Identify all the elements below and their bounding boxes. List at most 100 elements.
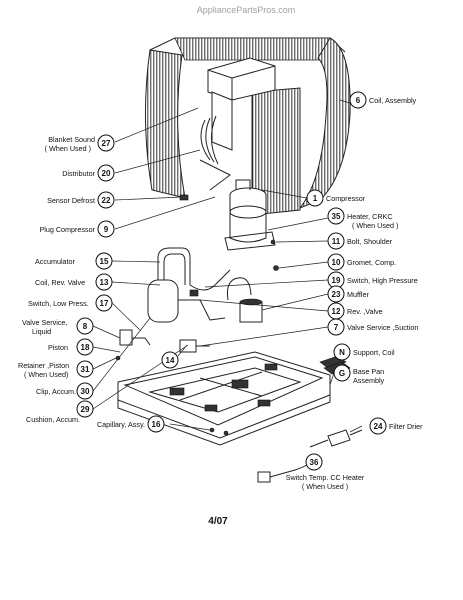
svg-text:Cushion, Accum.: Cushion, Accum. bbox=[26, 415, 80, 424]
callout-17: 17 Switch, Low Press. bbox=[28, 294, 113, 312]
svg-text:35: 35 bbox=[332, 212, 341, 221]
svg-text:22: 22 bbox=[102, 196, 111, 205]
svg-text:Filter Drier: Filter Drier bbox=[389, 422, 423, 431]
svg-text:8: 8 bbox=[83, 322, 88, 331]
label-line: ( When Used ) bbox=[352, 221, 398, 230]
callout-23: 23 Muffler bbox=[327, 285, 369, 303]
label-line: Retainer ,Piston bbox=[18, 361, 69, 370]
svg-text:Valve Service,Liquid: Valve Service,Liquid bbox=[22, 318, 67, 336]
svg-text:Blanket Sound( When Used ): Blanket Sound( When Used ) bbox=[45, 135, 95, 153]
callout-19: 19 Switch, High Pressure bbox=[327, 271, 418, 289]
svg-text:29: 29 bbox=[81, 405, 90, 414]
svg-text:Plug Compressor: Plug Compressor bbox=[39, 225, 95, 234]
callout-20: 20 Distributor bbox=[62, 164, 115, 182]
callout-36: 36 Switch Temp. CC Heater( When Used ) bbox=[286, 453, 365, 491]
svg-text:Gromet, Comp.: Gromet, Comp. bbox=[347, 258, 396, 267]
svg-text:17: 17 bbox=[100, 299, 109, 308]
callout-11: 11 Bolt, Shoulder bbox=[327, 232, 393, 250]
svg-text:Valve Service ,Suction: Valve Service ,Suction bbox=[347, 323, 418, 332]
svg-text:15: 15 bbox=[100, 257, 109, 266]
svg-text:Retainer ,Piston( When Used): Retainer ,Piston( When Used) bbox=[18, 361, 69, 379]
coil-assembly-drawing bbox=[144, 37, 351, 216]
svg-text:12: 12 bbox=[332, 307, 341, 316]
svg-text:7: 7 bbox=[334, 323, 339, 332]
callout-22: 22 Sensor Defrost bbox=[47, 191, 115, 209]
svg-text:G: G bbox=[339, 369, 345, 378]
svg-text:27: 27 bbox=[102, 139, 111, 148]
muffler-drawing bbox=[227, 277, 263, 323]
svg-text:19: 19 bbox=[332, 276, 341, 285]
callout-7: 7 Valve Service ,Suction bbox=[327, 318, 418, 336]
svg-text:16: 16 bbox=[152, 420, 161, 429]
svg-text:13: 13 bbox=[100, 278, 109, 287]
watermark: AppliancePartsPros.com bbox=[197, 5, 296, 15]
svg-text:Support, Coil: Support, Coil bbox=[353, 348, 395, 357]
svg-text:Switch, Low Press.: Switch, Low Press. bbox=[28, 299, 89, 308]
label-line: Heater, CRKC bbox=[347, 212, 393, 221]
leader-lines bbox=[92, 99, 363, 463]
svg-text:11: 11 bbox=[332, 237, 341, 246]
svg-text:1: 1 bbox=[313, 194, 318, 203]
svg-text:Sensor Defrost: Sensor Defrost bbox=[47, 196, 95, 205]
label-line: ( When Used ) bbox=[302, 482, 348, 491]
callout-8: 8 Valve Service,Liquid bbox=[22, 317, 94, 336]
svg-text:Piston: Piston bbox=[48, 343, 68, 352]
callout-15: 15 Accumulator bbox=[35, 252, 113, 270]
svg-text:Heater, CRKC( When Used ): Heater, CRKC( When Used ) bbox=[347, 212, 398, 230]
label-line: Valve Service, bbox=[22, 318, 67, 327]
svg-text:Switch, High Pressure: Switch, High Pressure bbox=[347, 276, 418, 285]
callout-9: 9 Plug Compressor bbox=[39, 220, 115, 238]
svg-text:Distributor: Distributor bbox=[62, 169, 95, 178]
callout-24: 24 Filter Drier bbox=[369, 417, 423, 435]
svg-text:6: 6 bbox=[356, 96, 361, 105]
callout-31: 31 Retainer ,Piston( When Used) bbox=[18, 360, 94, 379]
filter-drier-drawing bbox=[309, 429, 363, 448]
svg-text:Coil, Assembly: Coil, Assembly bbox=[369, 96, 417, 105]
svg-text:30: 30 bbox=[81, 387, 90, 396]
label-line: Blanket Sound bbox=[48, 135, 95, 144]
svg-text:36: 36 bbox=[310, 458, 319, 467]
svg-text:Bolt, Shoulder: Bolt, Shoulder bbox=[347, 237, 393, 246]
label-line: Liquid bbox=[32, 327, 51, 336]
svg-text:10: 10 bbox=[332, 258, 341, 267]
callout-29: 29 Cushion, Accum. bbox=[26, 400, 94, 424]
callout-10: 10 Gromet, Comp. bbox=[327, 253, 396, 271]
svg-text:20: 20 bbox=[102, 169, 111, 178]
callout-30: 30 Clip, Accum. bbox=[36, 382, 94, 400]
svg-text:Accumulator: Accumulator bbox=[35, 257, 76, 266]
svg-text:14: 14 bbox=[166, 356, 175, 365]
service-valves-drawing bbox=[115, 329, 210, 361]
svg-text:23: 23 bbox=[332, 290, 341, 299]
svg-text:Switch Temp. CC Heater( When U: Switch Temp. CC Heater( When Used ) bbox=[286, 473, 365, 491]
svg-text:Clip, Accum.: Clip, Accum. bbox=[36, 387, 76, 396]
base-pan-drawing bbox=[117, 351, 331, 446]
svg-text:18: 18 bbox=[81, 343, 90, 352]
callout-16: 16 Capillary, Assy. bbox=[97, 415, 165, 433]
callout-14: 14 bbox=[161, 351, 179, 369]
label-line: Switch Temp. CC Heater bbox=[286, 473, 365, 482]
label-line: ( When Used) bbox=[24, 370, 68, 379]
svg-text:N: N bbox=[339, 348, 345, 357]
footer-code: 4/07 bbox=[208, 516, 228, 527]
label-line: Base Pan bbox=[353, 367, 384, 376]
svg-text:Rev. ,Valve: Rev. ,Valve bbox=[347, 307, 383, 316]
callout-1: 1 Compressor bbox=[306, 189, 366, 207]
svg-text:Capillary, Assy.: Capillary, Assy. bbox=[97, 420, 145, 429]
svg-text:9: 9 bbox=[104, 225, 109, 234]
accumulator-drawing bbox=[147, 247, 231, 323]
callout-6: 6 Coil, Assembly bbox=[349, 91, 417, 109]
callout-18: 18 Piston bbox=[48, 338, 94, 356]
callout-27: 27 Blanket Sound( When Used ) bbox=[45, 134, 115, 153]
svg-text:Coil, Rev. Valve: Coil, Rev. Valve bbox=[35, 278, 85, 287]
svg-text:24: 24 bbox=[374, 422, 383, 431]
svg-text:Compressor: Compressor bbox=[326, 194, 366, 203]
label-line: Assembly bbox=[353, 376, 385, 385]
svg-text:31: 31 bbox=[81, 365, 90, 374]
callout-N: N Support, Coil bbox=[333, 343, 395, 361]
svg-text:Muffler: Muffler bbox=[347, 290, 369, 299]
callout-12: 12 Rev. ,Valve bbox=[327, 302, 383, 320]
label-line: ( When Used ) bbox=[45, 144, 91, 153]
